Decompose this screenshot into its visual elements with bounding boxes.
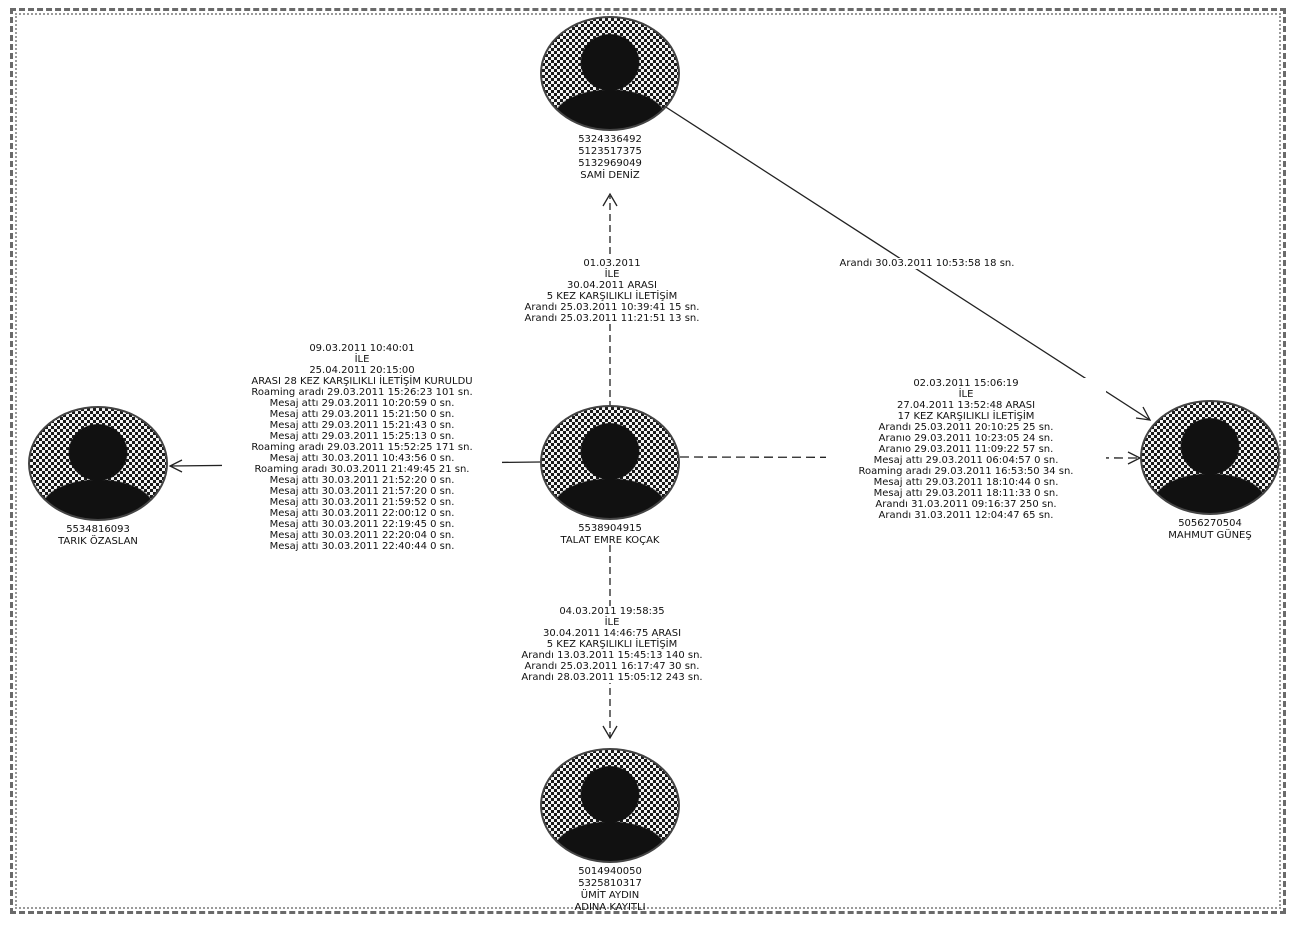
node-umit-aydin[interactable]: 5014940050 5325810317 ÜMİT AYDIN ADINA K…	[540, 748, 680, 914]
node-label: 5538904915 TALAT EMRE KOÇAK	[560, 523, 660, 546]
arrow-down-icon	[602, 725, 618, 740]
edge-label-left: 09.03.2011 10:40:01 İLE 25.04.2011 20:15…	[222, 343, 502, 552]
person-avatar-icon	[540, 16, 680, 131]
person-avatar-icon	[540, 405, 680, 520]
edge-label-up: 01.03.2011 İLE 30.04.2011 ARASI 5 KEZ KA…	[480, 258, 744, 324]
edge-label-diag: Arandı 30.03.2011 10:53:58 18 sn.	[800, 258, 1054, 269]
node-label: 5014940050 5325810317 ÜMİT AYDIN ADINA K…	[574, 866, 646, 913]
person-avatar-icon	[1140, 400, 1280, 515]
node-sami-deniz[interactable]: 5324336492 5123517375 5132969049 SAMİ DE…	[540, 16, 680, 182]
node-label: 5534816093 TARIK ÖZASLAN	[58, 524, 138, 547]
node-talat-emre-kocak[interactable]: 5538904915 TALAT EMRE KOÇAK	[540, 405, 680, 547]
arrow-left-icon	[168, 459, 183, 473]
arrow-diag-icon	[1135, 406, 1152, 421]
node-label: 5056270504 MAHMUT GÜNEŞ	[1168, 518, 1252, 541]
edge-label-right: 02.03.2011 15:06:19 İLE 27.04.2011 13:52…	[826, 378, 1106, 521]
node-label: 5324336492 5123517375 5132969049 SAMİ DE…	[578, 134, 642, 181]
arrow-up-icon	[602, 192, 618, 207]
diagram-border	[10, 8, 1286, 914]
person-avatar-icon	[28, 406, 168, 521]
node-tarik-ozaslan[interactable]: 5534816093 TARIK ÖZASLAN	[28, 406, 168, 548]
node-mahmut-gunes[interactable]: 5056270504 MAHMUT GÜNEŞ	[1140, 400, 1280, 542]
person-avatar-icon	[540, 748, 680, 863]
edge-label-down: 04.03.2011 19:58:35 İLE 30.04.2011 14:46…	[480, 606, 744, 683]
